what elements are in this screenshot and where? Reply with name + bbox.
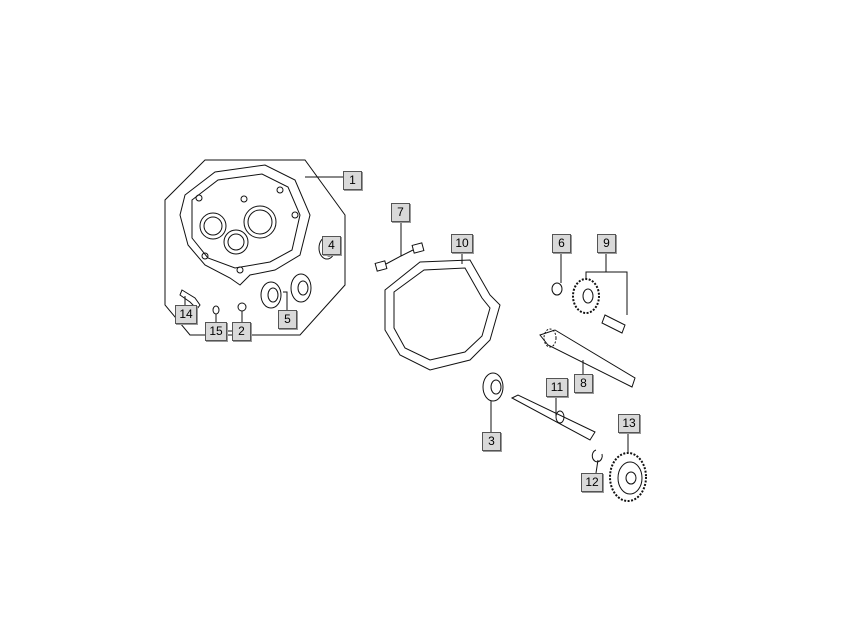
shaft-8: [539, 328, 636, 388]
gear-9: [572, 278, 626, 334]
callout-2[interactable]: 2: [232, 322, 251, 341]
housing-group-outline: [164, 159, 346, 336]
callout-4[interactable]: 4: [322, 236, 341, 255]
callout-1[interactable]: 1: [343, 171, 362, 190]
callout-10[interactable]: 10: [451, 234, 473, 253]
callout-6[interactable]: 6: [552, 234, 571, 253]
bearing-3: [482, 372, 504, 402]
washer-6: [551, 282, 563, 296]
callout-5[interactable]: 5: [278, 310, 297, 329]
circlip-12: [591, 449, 603, 463]
callout-11[interactable]: 11: [546, 378, 568, 397]
callout-14[interactable]: 14: [175, 305, 197, 324]
callout-3[interactable]: 3: [482, 432, 501, 451]
nut-2: [237, 302, 247, 312]
transmission-housing: [179, 164, 311, 286]
gear-13: [609, 452, 647, 502]
shaft-11: [510, 394, 596, 441]
callout-15[interactable]: 15: [205, 322, 227, 341]
callout-8[interactable]: 8: [574, 374, 593, 393]
washer-15: [212, 305, 220, 315]
bolt-14: [179, 289, 201, 310]
callout-7[interactable]: 7: [391, 203, 410, 222]
callout-12[interactable]: 12: [581, 473, 603, 492]
callout-9[interactable]: 9: [597, 234, 616, 253]
gasket-10: [384, 259, 501, 371]
callout-13[interactable]: 13: [618, 414, 640, 433]
bearing-5: [260, 273, 312, 309]
